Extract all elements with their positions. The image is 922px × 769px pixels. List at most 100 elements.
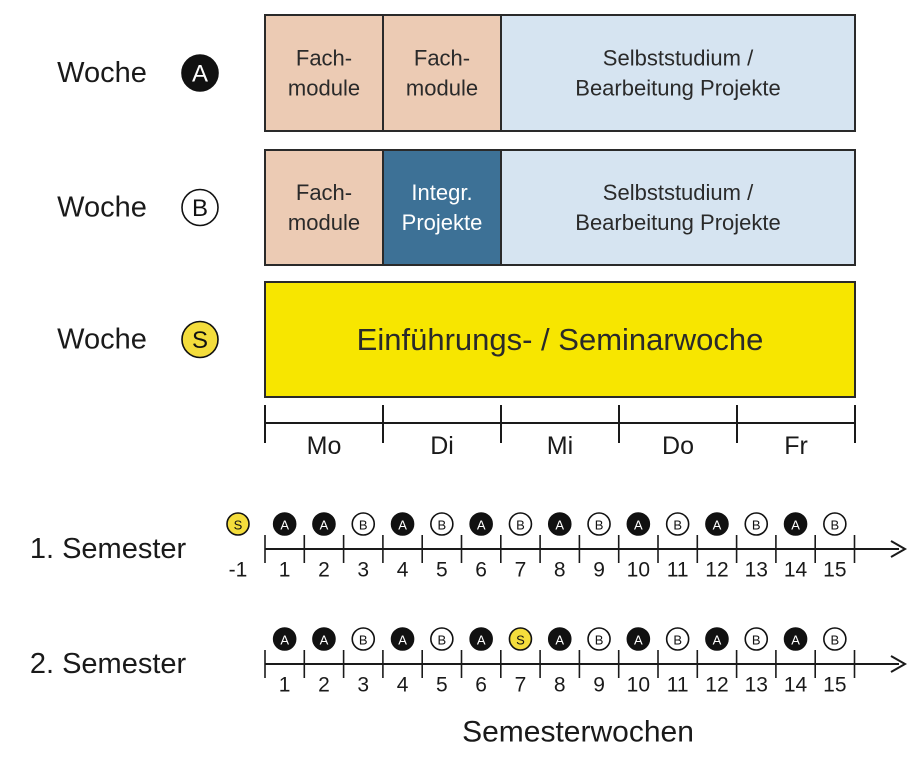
week-badge-b: B: [181, 188, 219, 227]
badge-letter: A: [791, 633, 800, 648]
week-number: 8: [554, 559, 566, 582]
schedule-segment: [382, 149, 502, 266]
week-number: 13: [745, 559, 768, 582]
week-number: 6: [475, 674, 487, 697]
badge-circle: [430, 512, 454, 536]
badge-letter: B: [516, 518, 525, 533]
badge-letter: A: [634, 633, 643, 648]
week-badge-b: B: [587, 512, 611, 536]
badge-circle: [783, 627, 808, 651]
week-number: 5: [436, 674, 448, 697]
badge-letter: B: [831, 518, 840, 533]
schedule-segment: [264, 14, 384, 132]
schedule-segment: [382, 14, 502, 132]
segment-text: Projekte: [402, 210, 483, 235]
badge-letter: B: [752, 518, 761, 533]
badge-circle: [312, 512, 336, 536]
badge-circle: [181, 54, 219, 92]
week-label: Woche: [57, 324, 147, 356]
badge-circle: [744, 627, 769, 651]
segment-text: Selbststudium /: [603, 46, 754, 71]
week-badge-a: A: [469, 512, 493, 536]
segment-text: module: [288, 210, 360, 235]
week-badge-s: S: [508, 627, 533, 651]
badge-circle: [181, 320, 219, 359]
badge-circle: [430, 627, 454, 651]
timeline-arrow-head: [890, 540, 908, 558]
badge-circle: [272, 512, 297, 536]
segment-text: Fach-: [296, 180, 352, 205]
semester-timeline-2: 2. SemesterA1A2B3A4B5A6S7A8B9A10B11A12B1…: [30, 627, 908, 697]
week-number: 15: [823, 674, 846, 697]
week-number: 3: [357, 559, 369, 582]
week-badge-s: S: [226, 512, 250, 536]
segment-text: Selbststudium /: [603, 180, 754, 205]
segment-text: Einführungs- / Seminarwoche: [357, 322, 764, 357]
week-number: 9: [593, 559, 605, 582]
badge-letter: A: [192, 61, 208, 88]
badge-letter: A: [634, 518, 643, 533]
day-label: Mo: [307, 432, 342, 460]
badge-letter: A: [477, 633, 486, 648]
badge-letter: A: [280, 633, 289, 648]
badge-letter: B: [438, 518, 447, 533]
badge-letter: B: [752, 633, 761, 648]
badge-circle: [665, 627, 690, 651]
day-label: Fr: [784, 432, 808, 460]
badge-letter: A: [320, 518, 329, 533]
week-badge-s: S: [181, 320, 219, 359]
week-badge-a: A: [312, 627, 336, 651]
week-number: 1: [279, 559, 291, 582]
badge-letter: A: [320, 633, 329, 648]
week-badge-a: A: [783, 512, 808, 536]
badge-letter: B: [673, 518, 682, 533]
week-badge-b: B: [430, 627, 454, 651]
badge-circle: [823, 512, 847, 536]
badge-circle: [390, 627, 415, 651]
badge-circle: [587, 512, 611, 536]
badge-letter: A: [555, 518, 564, 533]
week-badge-b: B: [351, 627, 376, 651]
badge-letter: S: [516, 633, 525, 648]
week-number: 11: [667, 674, 689, 697]
week-number: 2: [318, 559, 330, 582]
badge-letter: A: [398, 633, 407, 648]
week-number: 6: [475, 559, 487, 582]
badge-letter: A: [280, 518, 289, 533]
week-badge-a: A: [705, 627, 729, 651]
badge-letter: A: [477, 518, 486, 533]
week-number: 15: [823, 559, 846, 582]
badge-letter: B: [673, 633, 682, 648]
week-badge-a: A: [390, 512, 415, 536]
badge-circle: [351, 512, 376, 536]
week-number: 10: [627, 559, 650, 582]
badge-letter: B: [831, 633, 840, 648]
badge-letter: S: [192, 327, 208, 354]
badge-circle: [469, 627, 493, 651]
week-number: 12: [705, 674, 728, 697]
day-label: Do: [662, 432, 694, 460]
badge-letter: B: [192, 195, 208, 222]
badge-letter: S: [234, 518, 243, 533]
badge-circle: [508, 512, 533, 536]
day-label: Mi: [547, 432, 573, 460]
week-badge-a: A: [547, 627, 572, 651]
schedule-segment: [264, 281, 856, 398]
badge-circle: [823, 627, 847, 651]
week-number: 8: [554, 674, 566, 697]
week-badge-a: A: [626, 512, 651, 536]
badge-circle: [469, 512, 493, 536]
axis-label: Semesterwochen: [462, 716, 694, 749]
week-badge-b: B: [744, 627, 769, 651]
badge-circle: [744, 512, 769, 536]
week-badge-b: B: [665, 627, 690, 651]
week-badge-a: A: [783, 627, 808, 651]
day-label: Di: [430, 432, 454, 460]
week-badge-a: A: [312, 512, 336, 536]
badge-circle: [351, 627, 376, 651]
badge-letter: B: [359, 633, 368, 648]
badge-circle: [783, 512, 808, 536]
badge-circle: [665, 512, 690, 536]
